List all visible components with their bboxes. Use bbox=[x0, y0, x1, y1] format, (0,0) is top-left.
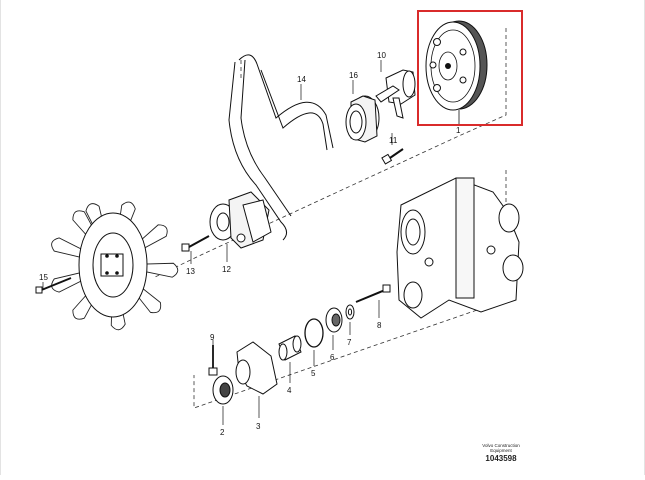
part-washer-7[interactable] bbox=[345, 304, 355, 335]
part-water-pump-housing[interactable] bbox=[396, 177, 524, 319]
part-bolt-11[interactable] bbox=[381, 133, 404, 165]
part-impeller-3[interactable] bbox=[235, 341, 278, 418]
part-shaft-4[interactable] bbox=[278, 335, 302, 383]
label-11: 11 bbox=[389, 136, 398, 145]
label-12: 12 bbox=[222, 265, 231, 274]
label-8: 8 bbox=[377, 321, 382, 330]
label-9: 9 bbox=[210, 333, 215, 342]
highlight-box bbox=[417, 10, 523, 126]
label-13: 13 bbox=[186, 267, 195, 276]
part-o-ring-5[interactable] bbox=[304, 318, 324, 366]
label-3: 3 bbox=[256, 422, 261, 431]
label-2: 2 bbox=[220, 428, 225, 437]
label-4: 4 bbox=[287, 386, 292, 395]
part-bearing-16[interactable] bbox=[345, 80, 380, 143]
part-bolt-8[interactable] bbox=[355, 284, 391, 318]
document-number: 1043598 bbox=[485, 454, 517, 463]
part-fan[interactable] bbox=[49, 199, 179, 331]
label-16: 16 bbox=[349, 71, 358, 80]
part-tensioner[interactable] bbox=[209, 191, 272, 262]
label-15: 15 bbox=[39, 273, 48, 282]
label-5: 5 bbox=[311, 369, 316, 378]
part-pulley[interactable] bbox=[425, 20, 488, 124]
part-bolt-9[interactable] bbox=[208, 340, 218, 376]
part-bolt-15[interactable] bbox=[35, 277, 72, 294]
brand-line-1: Volvo Construction bbox=[482, 443, 520, 448]
part-bolt-13[interactable] bbox=[181, 235, 210, 264]
label-6: 6 bbox=[330, 353, 335, 362]
part-belt[interactable] bbox=[228, 54, 334, 241]
part-hub[interactable] bbox=[375, 60, 416, 119]
drawing-footer: Volvo Construction Equipment 1043598 bbox=[461, 443, 541, 463]
brand-line-2: Equipment bbox=[490, 448, 512, 453]
label-1: 1 bbox=[456, 126, 461, 135]
part-seal-6[interactable] bbox=[325, 307, 343, 350]
part-bearing-2[interactable] bbox=[212, 375, 234, 425]
label-14: 14 bbox=[297, 75, 306, 84]
label-10: 10 bbox=[377, 51, 386, 60]
part-labels: 1 2 3 4 5 6 7 8 9 10 11 12 13 14 15 16 bbox=[39, 51, 461, 437]
label-7: 7 bbox=[347, 338, 352, 347]
